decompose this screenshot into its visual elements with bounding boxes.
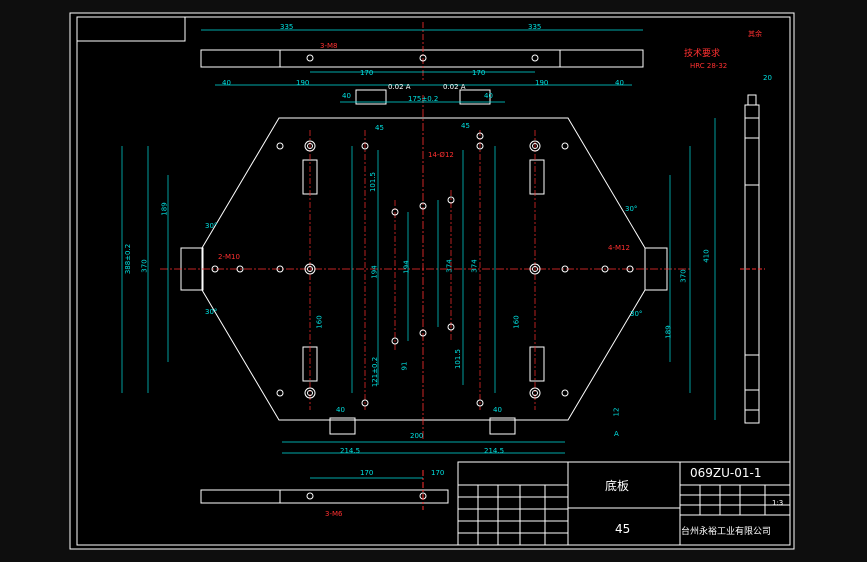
dim-160-left: 160 — [315, 315, 324, 329]
main-plate — [121, 84, 716, 454]
dim-20-side: 20 — [763, 74, 772, 82]
dim-214-5-left: 214.5 — [340, 447, 361, 455]
dim-194-left: 194 — [370, 265, 379, 279]
dim-189-right: 189 — [664, 325, 673, 339]
scale-cell: 1:3 — [772, 499, 784, 507]
dim-335-right: 335 — [528, 23, 542, 31]
dim-160-right: 160 — [512, 315, 521, 329]
side-view — [740, 94, 765, 424]
part-name: 底板 — [605, 479, 630, 493]
angle-30-right-bottom: 30° — [630, 310, 643, 318]
dim-190-right: 190 — [535, 79, 549, 87]
dim-12: 12 — [612, 407, 621, 417]
dim-45-left: 45 — [375, 124, 384, 132]
dim-370-left: 370 — [140, 259, 149, 273]
dim-370-right: 370 — [679, 269, 688, 283]
surface-finish-note: 其余 — [748, 30, 762, 38]
dim-410: 410 — [702, 249, 711, 263]
dim-121: 121±0.2 — [371, 356, 380, 388]
dim-40-top-left: 40 — [342, 92, 351, 100]
tech-requirements-title: 技术要求 — [684, 49, 721, 59]
dim-40-bottom-left: 40 — [336, 406, 345, 414]
dim-374-right: 374 — [470, 259, 479, 273]
callout-3-m6: 3-M6 — [325, 510, 343, 518]
material-label: 45 — [615, 522, 631, 536]
dim-388: 388±0.2 — [124, 243, 133, 275]
angle-30-left-top: 30° — [205, 222, 218, 230]
dim-45-right: 45 — [461, 122, 470, 130]
callout-14-holes: 14-Ø12 — [428, 151, 454, 159]
callout-2-m10: 2-M10 — [218, 253, 240, 261]
inner-border — [76, 16, 791, 546]
dim-170-bottom-right: 170 — [431, 469, 445, 477]
top-left-title-box — [76, 16, 186, 42]
dim-200: 200 — [410, 432, 424, 440]
dim-101-5: 101.5 — [454, 348, 463, 370]
dim-40-bottom-right: 40 — [493, 406, 502, 414]
tolerance-frame-right: 0.02 A — [443, 83, 466, 91]
title-block — [457, 461, 791, 546]
angle-30-right-top: 30° — [625, 205, 638, 213]
datum-label: A — [614, 430, 619, 438]
dim-189-left: 189 — [160, 202, 169, 216]
dim-91: 91 — [400, 361, 409, 371]
top-bar-view — [200, 22, 644, 80]
dim-194: 194 — [402, 260, 411, 274]
dim-374: 374 — [445, 259, 454, 273]
angle-30-left-bottom: 30° — [205, 308, 218, 316]
tech-requirements-note: HRC 28-32 — [690, 62, 728, 70]
dim-170-left: 170 — [360, 69, 374, 77]
dim-214-5-right: 214.5 — [484, 447, 505, 455]
company-name: 台州永裕工业有限公司 — [681, 527, 772, 537]
dim-40-top-right: 40 — [484, 92, 493, 100]
dim-175: 175±0.2 — [408, 95, 439, 103]
dim-40-left: 40 — [222, 79, 231, 87]
dim-190-left: 190 — [296, 79, 310, 87]
dim-170-bottom: 170 — [360, 469, 374, 477]
bottom-bar-view — [200, 470, 449, 510]
tolerance-frame-left: 0.02 A — [388, 83, 411, 91]
callout-3-m8: 3-M8 — [320, 42, 338, 50]
dim-101-5-top: 101.5 — [369, 171, 378, 193]
callout-4-m12: 4-M12 — [608, 244, 630, 252]
drawing-code: 069ZU-01-1 — [690, 466, 762, 480]
dim-335-left: 335 — [280, 23, 294, 31]
dim-170-right: 170 — [472, 69, 486, 77]
dim-40-right: 40 — [615, 79, 624, 87]
